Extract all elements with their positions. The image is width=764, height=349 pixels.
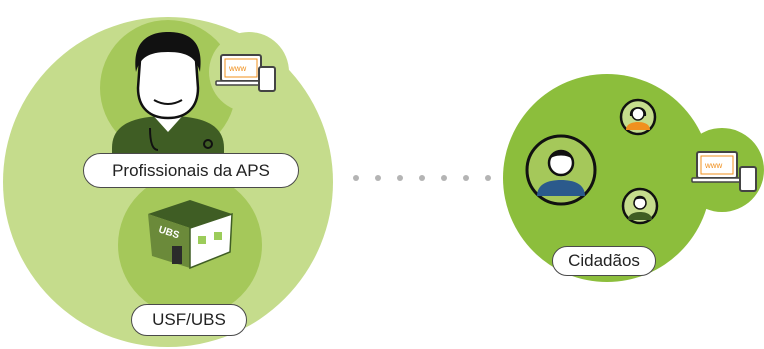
- ubs-building-icon: UBS: [148, 200, 233, 270]
- unit-label: USF/UBS: [131, 304, 247, 336]
- citizen-laptop-phone-icon: www: [691, 151, 757, 192]
- citizen-browser-url-text: www: [704, 161, 723, 170]
- connection-dots: [353, 175, 513, 181]
- citizen-main-avatar-icon: [525, 134, 597, 206]
- citizen-man-avatar-icon: [621, 187, 659, 225]
- professionals-label: Profissionais da APS: [83, 153, 299, 188]
- citizens-label: Cidadãos: [552, 246, 656, 276]
- citizen-woman-avatar-icon: [619, 98, 657, 136]
- browser-url-text: www: [228, 64, 247, 73]
- citizens-circle: [503, 74, 711, 282]
- laptop-phone-icon: www: [215, 54, 276, 92]
- doctor-icon: [112, 32, 224, 156]
